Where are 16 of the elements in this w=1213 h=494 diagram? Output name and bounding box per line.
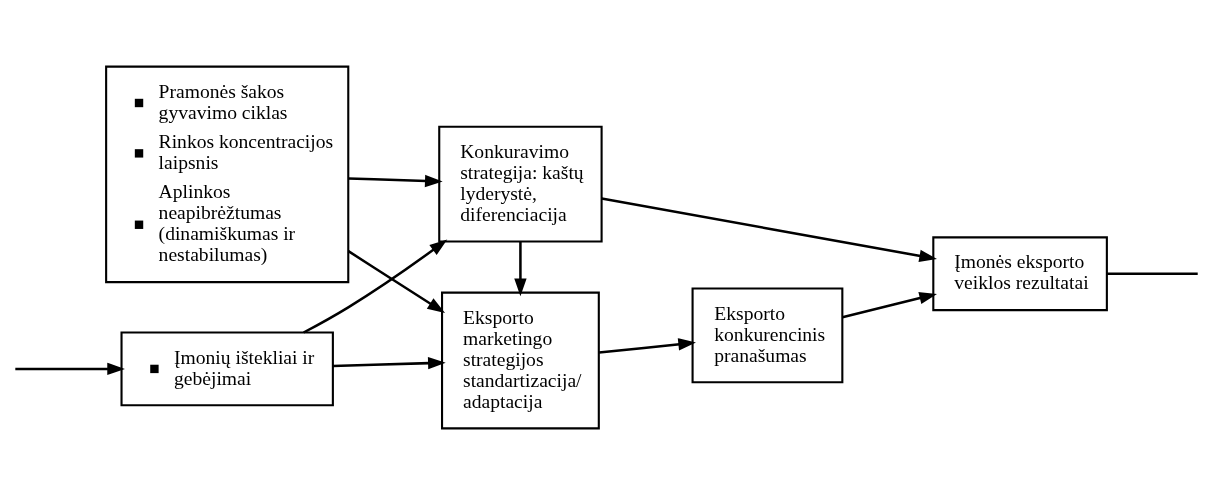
arrow [348,174,443,187]
arrow [598,337,696,354]
arrow [15,362,125,375]
arrow [303,239,448,334]
node-box: Pramonės šakos gyvavimo ciklas Rinkos koncentracijos laipsnis Aplinkos neapibrėžtumas (dinamiškumas ir nestabilumas) [105,65,350,283]
node-box: Eksporto marketingo strategijos standartizacija/ adaptacija [441,291,600,429]
node-box: Eksporto konkurencinis pranašumas [691,286,844,383]
arrow [514,241,527,296]
arrow [333,356,446,369]
node-box: Įmonės eksporto veiklos rezultatai [932,235,1108,311]
node-box: Įmonių ištekliai ir gebėjimai [120,330,334,406]
arrow [347,249,446,313]
connector [1107,272,1198,275]
arrow [601,196,937,262]
arrow [842,291,937,318]
node-box: Konkuravimo strategija: kaštų lyderystė, diferenciacija [438,125,603,243]
